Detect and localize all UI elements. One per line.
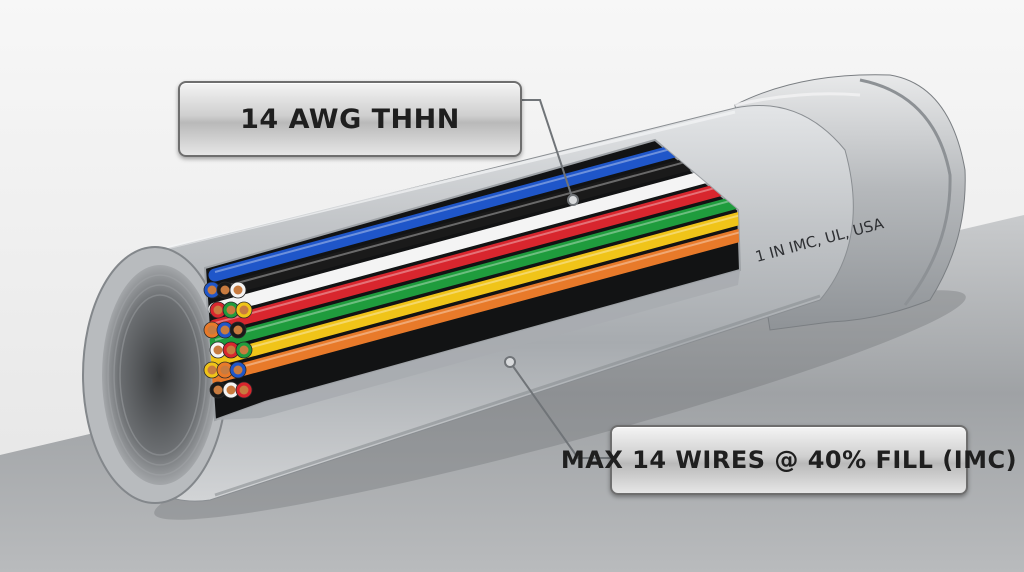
- wire-ends: [203, 281, 253, 399]
- wire-3: [208, 176, 740, 333]
- wire-end-copper: [233, 325, 243, 335]
- wire-end-copper: [213, 305, 223, 315]
- wire-end-copper: [213, 385, 223, 395]
- wire-highlight-0: [214, 140, 740, 273]
- wire-5: [208, 210, 740, 367]
- wire-highlight-1: [214, 144, 740, 290]
- wire-highlight-5: [214, 212, 740, 358]
- wire-end-copper: [220, 365, 230, 375]
- wire-0: [208, 140, 740, 282]
- wire-end-copper: [220, 325, 230, 335]
- wire-end-copper: [233, 285, 243, 295]
- wire-highlight-6: [214, 229, 740, 375]
- wire-end-copper: [207, 365, 217, 375]
- wire-end-copper: [239, 385, 249, 395]
- wire-end-copper: [226, 305, 236, 315]
- cutaway-window: [203, 138, 742, 422]
- wire-1: [208, 142, 740, 299]
- wire-end-copper: [239, 345, 249, 355]
- wire-highlight-4: [214, 195, 740, 341]
- conduit-threaded-end: [82, 246, 228, 504]
- leader-lines: [504, 99, 610, 459]
- wire-end-copper: [239, 305, 249, 315]
- fill-limit-label: MAX 14 WIRES @ 40% FILL (IMC): [561, 425, 1017, 495]
- wire-4: [208, 193, 740, 350]
- wire-end-copper: [226, 385, 236, 395]
- wire-end-copper: [207, 285, 217, 295]
- wire-end-copper: [233, 365, 243, 375]
- wire-end-copper: [207, 325, 217, 335]
- wire-end-copper: [220, 285, 230, 295]
- wire-highlight-3: [214, 178, 740, 324]
- wire-gauge-label: 14 AWG THHN: [178, 81, 522, 157]
- wire-bundle: [208, 140, 740, 384]
- wire-2: [208, 159, 740, 316]
- wire-end-copper: [213, 345, 223, 355]
- wire-6: [208, 227, 740, 384]
- wire-end-copper: [226, 345, 236, 355]
- conduit-shadow: [154, 290, 966, 520]
